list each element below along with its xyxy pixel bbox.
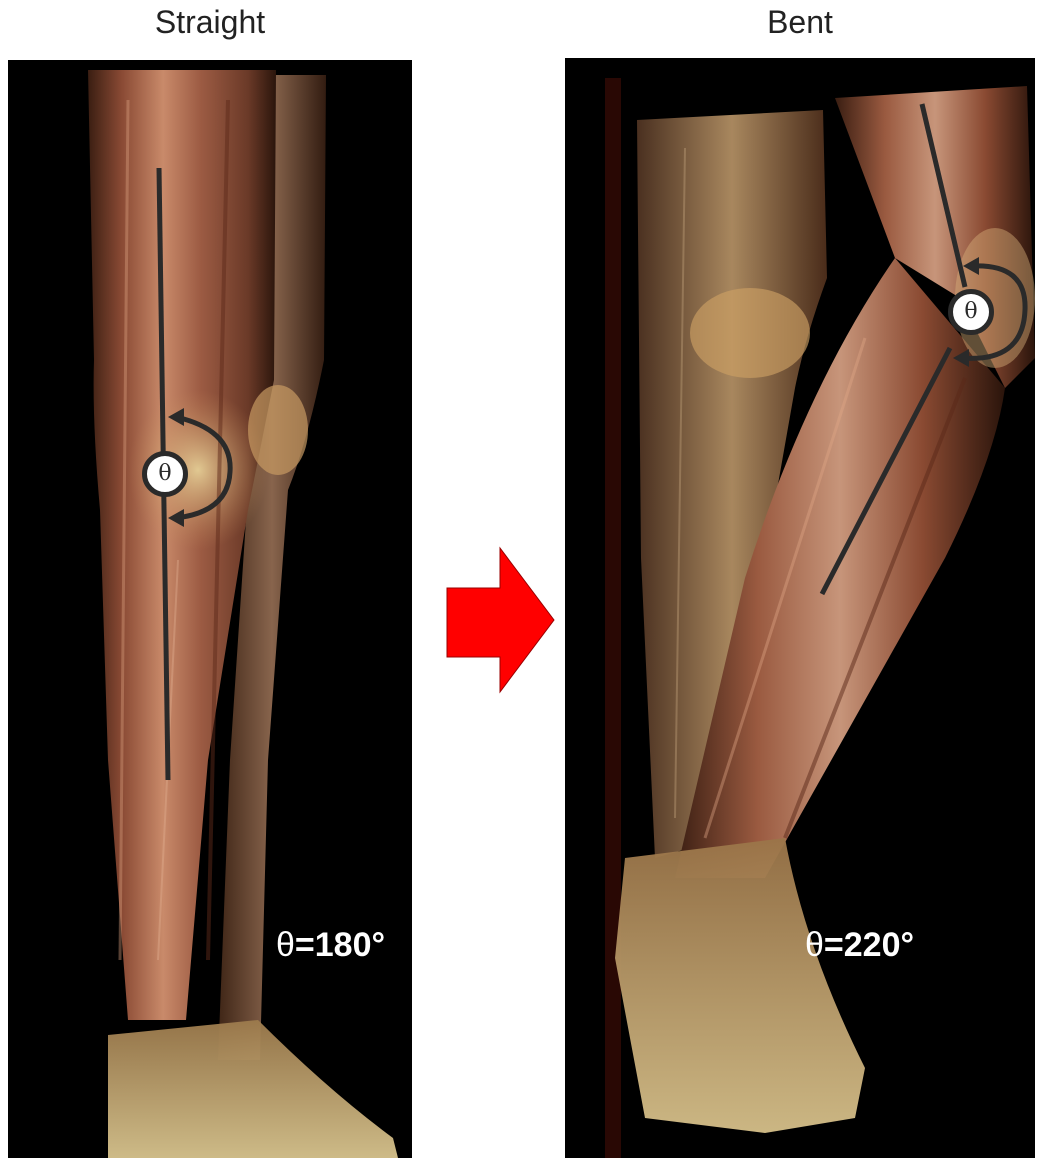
theta-marker: θ [142,451,188,497]
angle-number: =180° [295,926,385,964]
angle-value-bent: θ=220° [805,926,914,965]
angle-value-straight: θ=180° [276,926,385,965]
theta-marker: θ [948,289,994,335]
angle-number: =220° [824,926,914,964]
angle-symbol: θ [805,926,824,964]
title-bent: Bent [565,4,1035,41]
angle-symbol: θ [276,926,295,964]
bent-leg-rendering [565,58,1035,1158]
straight-leg-rendering [8,60,412,1158]
bent-leg-image: θ θ=220° [565,58,1035,1158]
right-arrow-icon [447,548,554,692]
straight-leg-image: θ θ=180° [8,60,412,1158]
title-straight: Straight [8,4,412,41]
